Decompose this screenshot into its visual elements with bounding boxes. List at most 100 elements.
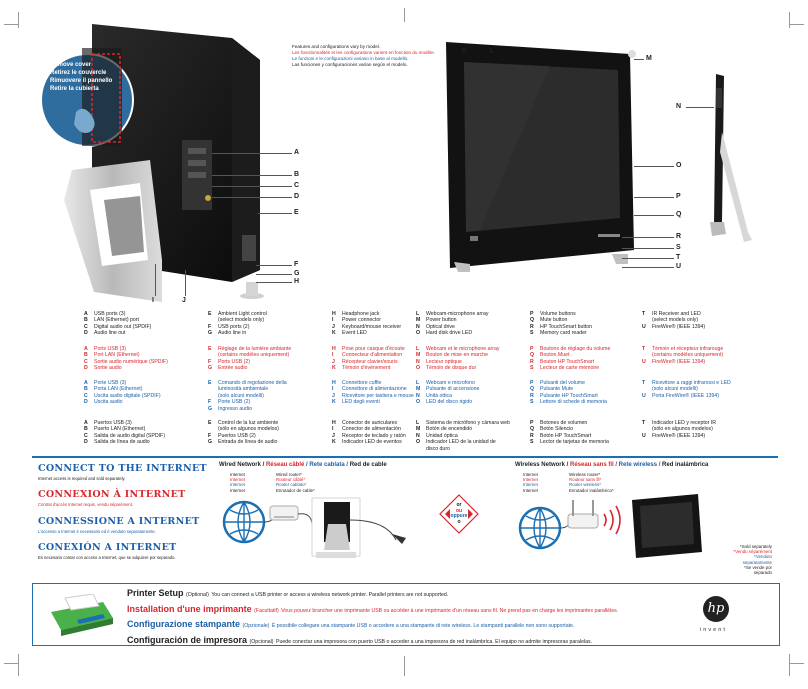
leader-line	[212, 197, 292, 198]
legend-key: O	[416, 330, 421, 337]
legend-key: R	[530, 358, 534, 365]
legend-text: Webcam-microphone array	[426, 311, 489, 317]
callout-e: E	[294, 209, 299, 216]
legend-text: Indicador LED de la unidad de	[426, 439, 496, 446]
legend-text: Botones de volumen	[540, 420, 588, 426]
legend-key: I	[332, 426, 334, 433]
callout-d: D	[294, 193, 300, 200]
legend-key: G	[208, 365, 213, 372]
legend-text: IR Receiver and LED	[652, 311, 701, 317]
legend-key: M	[416, 426, 421, 433]
printer-setup-title: Configurazione stampante	[127, 619, 241, 629]
leader-line	[212, 153, 292, 154]
legend-row: U FireWire® (IEEE 1394)	[642, 359, 723, 365]
callout-r: R	[676, 233, 682, 240]
callout-s: S	[676, 244, 681, 251]
legend-text: Salida de audio digital (SPDIF)	[94, 432, 165, 439]
crop-mark	[4, 663, 18, 664]
callout-h: H	[294, 278, 300, 285]
legend-text: Bouton Muet	[540, 352, 570, 359]
legend-key: P	[530, 346, 534, 352]
wireless-router-labels: Wireless router* Routeur sans fil* Route…	[569, 472, 614, 493]
printer-setup-optional: (Opcional)	[249, 638, 274, 645]
computer-front-illustration	[446, 42, 636, 272]
legend-text: Comando di regolazione della	[218, 380, 287, 386]
leader-line	[212, 175, 292, 176]
legend-key: D	[84, 330, 88, 337]
wireless-network-diagram	[518, 494, 702, 558]
leader-line	[634, 59, 644, 60]
legend-key: U	[642, 323, 646, 330]
legend-text: Unità ottica	[426, 392, 452, 399]
legend-text: Puertos USB (2)	[218, 432, 256, 439]
legend-text: Unidad óptica	[426, 432, 458, 439]
legend-text: HP TouchSmart button	[540, 323, 592, 330]
legend-key: U	[642, 392, 646, 399]
printer-icon	[51, 594, 113, 636]
legend-text: Témoin d'événement	[342, 365, 391, 372]
legend-text: Bouton de mise en marche	[426, 352, 488, 359]
legend-text: Botón HP TouchSmart	[540, 432, 592, 439]
legend-row: (solo alcuni modelli)	[642, 386, 731, 392]
legend-text: Porte USB (3)	[94, 380, 127, 386]
legend-key: C	[84, 432, 88, 439]
legend-text: Porta LAN (Ethernet)	[94, 386, 143, 393]
wired-router-labels: Wired router* Routeur câblé* Router cabl…	[276, 472, 315, 493]
legend-key: C	[84, 323, 88, 330]
legend-key: U	[642, 358, 646, 365]
leader-line	[256, 282, 292, 283]
legend-text: USB ports (3)	[94, 311, 126, 317]
legend-text: LED del disco rigido	[426, 399, 473, 406]
legend-key: A	[84, 420, 88, 426]
computer-back-illustration	[40, 24, 264, 302]
legend-text: Sortie audio	[94, 365, 122, 372]
legend-text: FireWire® (IEEE 1394)	[652, 358, 706, 365]
wired-internet-labels: Internet Internet Internet Internet	[230, 472, 245, 493]
legend-text: Botón Silencio	[540, 426, 574, 433]
legend-key: A	[84, 380, 88, 386]
legend-text: Uscita audio digitale (SPDIF)	[94, 392, 161, 399]
legend-text: Digital audio out (SPDIF)	[94, 323, 152, 330]
legend-key: H	[332, 311, 336, 317]
callout-a: A	[294, 149, 300, 156]
callout-j: J	[182, 297, 186, 304]
legend-text: USB ports (2)	[218, 323, 250, 330]
legend-text: (certains modèles uniquement)	[218, 352, 290, 359]
legend-key: H	[332, 346, 336, 352]
callout-q: Q	[676, 211, 682, 218]
legend-key: R	[530, 323, 534, 330]
legend-text: Port LAN (Ethernet)	[94, 352, 140, 359]
legend-key: I	[332, 386, 334, 393]
legend-key: C	[84, 358, 88, 365]
legend-text: Pulsanti del volume	[540, 380, 585, 386]
legend-key: J	[332, 358, 335, 365]
printer-setup-text: You can connect a USB printer or access …	[211, 592, 449, 598]
legend-key: B	[84, 317, 88, 324]
legend-row: C Salida de audio digital (SPDIF)	[84, 433, 165, 439]
legend-text: Connecteur d'alimentation	[342, 352, 403, 359]
legend-key: K	[332, 439, 336, 446]
crop-mark	[789, 654, 790, 676]
